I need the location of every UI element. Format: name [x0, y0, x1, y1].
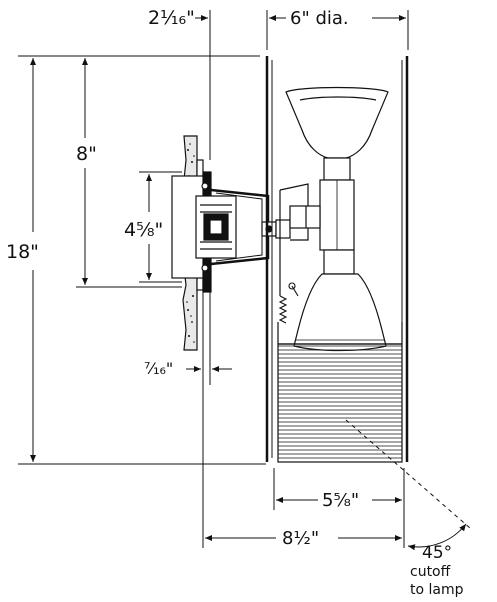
spring-pivot [278, 282, 299, 324]
cutoff-text-line2: to lamp [410, 582, 464, 598]
label-box-height: 4⁵⁄₈" [124, 219, 163, 241]
cutoff-labels: 45° cutoff to lamp [410, 543, 464, 598]
label-diameter: 6" dia. [290, 8, 349, 29]
lamp-holder-arm [279, 183, 321, 296]
dimension-lines [30, 15, 406, 541]
label-wall-offset: ⁷⁄₁₆" [144, 359, 173, 378]
label-louver-width: 5⁵⁄₈" [322, 490, 359, 511]
cutoff-angle-label: 45° [422, 543, 452, 563]
upper-lamp [285, 86, 389, 251]
extension-lines [18, 10, 409, 548]
cutoff-indicator [345, 419, 471, 551]
cutoff-text-line1: cutoff [410, 564, 451, 580]
lower-lamp [293, 249, 387, 352]
label-overall-height: 18" [6, 241, 39, 263]
louver [277, 322, 403, 463]
fixture-cylinder [265, 56, 409, 462]
dimension-labels: 2¹⁄₁₆" 6" dia. 8" 18" 4⁵⁄₈" ⁷⁄₁₆" 5⁵⁄₈" … [6, 7, 359, 549]
label-height-8: 8" [76, 143, 97, 165]
label-projection: 8¹⁄₂" [282, 528, 319, 549]
label-top-offset: 2¹⁄₁₆" [148, 7, 195, 29]
